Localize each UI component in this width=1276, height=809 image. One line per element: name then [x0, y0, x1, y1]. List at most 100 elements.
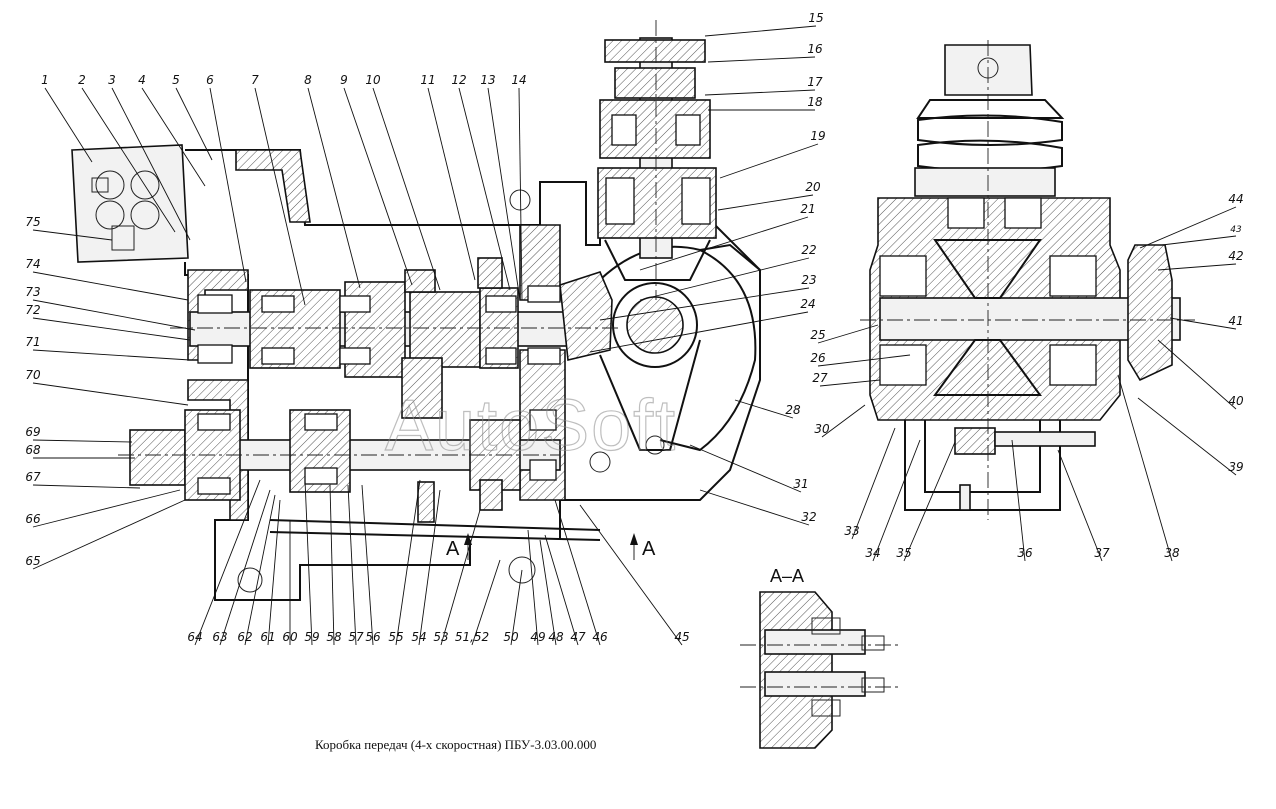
callout-label: 19	[810, 129, 825, 143]
section-mark-right: A	[630, 533, 656, 560]
callout-label: 40	[1228, 394, 1244, 408]
leader-line	[903, 441, 956, 562]
callout-label: 8	[304, 73, 312, 87]
callout-label: 50	[503, 630, 519, 644]
leader-line	[599, 287, 810, 321]
callout-label: 18	[807, 95, 823, 109]
leader-line	[821, 404, 866, 438]
callout-label: 48	[548, 630, 564, 644]
callout-label: 9	[340, 73, 348, 87]
leader-line	[44, 87, 93, 163]
input-shaft	[189, 257, 611, 378]
leader-line	[267, 499, 281, 646]
callout-label: 35	[896, 546, 911, 560]
leader-line	[209, 87, 247, 283]
leader-line	[510, 569, 523, 646]
callout-label: 39	[1228, 460, 1243, 474]
callout-label: 41	[1228, 314, 1243, 328]
drawing-caption: Коробка передач (4-х скоростная) ПБУ-3.0…	[315, 737, 596, 752]
callout-label: 55	[388, 630, 403, 644]
leader-line	[141, 87, 206, 187]
callout-label: 72	[25, 303, 40, 317]
callout-label: 34	[865, 546, 880, 560]
leader-line	[307, 87, 361, 289]
callout-label: 60	[282, 630, 298, 644]
callout-label: 38	[1164, 546, 1180, 560]
leader-line	[175, 87, 213, 161]
leader-line	[32, 299, 196, 331]
leader-line	[32, 484, 141, 489]
leader-line	[699, 489, 810, 526]
callout-label: 2	[78, 73, 86, 87]
leader-line	[539, 539, 557, 646]
leader-line	[343, 87, 413, 286]
callout-label: 49	[530, 630, 545, 644]
callout-label: 64	[187, 630, 202, 644]
section-mark-left: A	[446, 533, 472, 560]
callout-label: 46	[592, 630, 608, 644]
callout-label: 25	[810, 328, 825, 342]
leader-line	[579, 504, 683, 646]
callout-label: 42	[1228, 249, 1243, 263]
main-section-view: A A	[71, 20, 761, 601]
leader-line	[544, 534, 579, 646]
section-mark-label: A	[642, 538, 656, 560]
leader-line	[372, 87, 441, 291]
leader-line	[719, 143, 819, 179]
callout-label: 54	[411, 630, 426, 644]
leader-line	[851, 427, 896, 540]
callout-label: 53	[433, 630, 448, 644]
callout-label: 17	[807, 75, 823, 89]
leader-line	[872, 439, 921, 562]
callout-label: 43	[1230, 225, 1242, 235]
vertical-output-shaft	[597, 37, 717, 281]
leader-line	[32, 349, 191, 361]
callout-label: 24	[800, 297, 815, 311]
callout-label: 27	[812, 371, 828, 385]
callout-label: 10	[365, 73, 381, 87]
leader-line	[1011, 439, 1026, 562]
callout-label: 4	[138, 73, 146, 87]
callout-label: 33	[844, 524, 859, 538]
callout-label: 32	[801, 510, 816, 524]
leader-line	[1117, 374, 1173, 562]
leader-line	[527, 529, 539, 646]
callout-label: 14	[511, 73, 526, 87]
section-a-a-detail: А–А	[740, 566, 900, 749]
callout-label: 31	[793, 477, 808, 491]
callout-label: 15	[808, 11, 823, 25]
callout-label: 61	[260, 630, 275, 644]
callout-label: 22	[801, 243, 816, 257]
leader-line	[707, 56, 816, 63]
leader-line	[518, 87, 523, 301]
leader-line	[717, 194, 814, 211]
callout-label: 23	[801, 273, 816, 287]
callout-label: 68	[25, 443, 41, 457]
callout-label: 16	[807, 42, 823, 56]
leader-line	[1157, 339, 1237, 410]
callout-label: 5	[172, 73, 180, 87]
section-a-a-title: А–А	[770, 566, 804, 586]
leader-line	[329, 484, 335, 646]
callout-label: 51,52	[455, 630, 489, 644]
leader-line	[111, 87, 191, 241]
callout-label: 63	[212, 630, 227, 644]
callout-label: 12	[451, 73, 466, 87]
callout-label: 66	[25, 512, 41, 526]
callout-label: 56	[365, 630, 381, 644]
callout-label: 47	[570, 630, 586, 644]
section-mark-label: A	[446, 538, 460, 560]
leader-line	[347, 484, 357, 646]
leader-line	[32, 499, 186, 570]
leader-line	[817, 324, 879, 344]
callout-label: 45	[674, 630, 689, 644]
leader-line	[32, 439, 133, 443]
callout-label: 37	[1094, 546, 1110, 560]
leader-line	[440, 509, 481, 646]
output-shaft	[129, 357, 601, 541]
leader-line	[704, 25, 817, 37]
callout-label: 44	[1228, 192, 1243, 206]
callout-label: 62	[237, 630, 252, 644]
